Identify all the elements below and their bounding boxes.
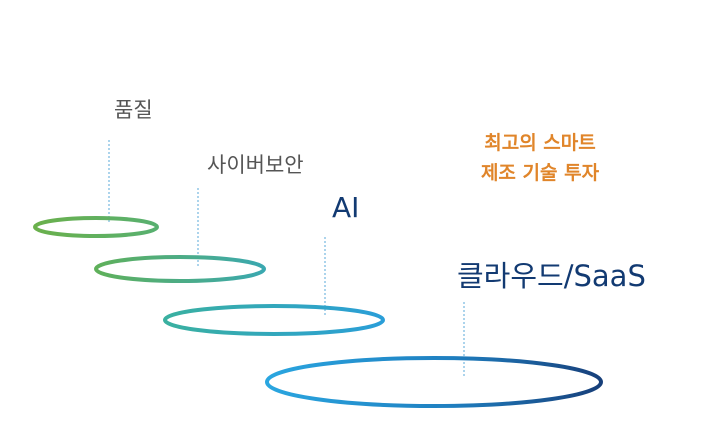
ring-cloud: [265, 356, 603, 408]
title-line-1: 최고의 스마트: [484, 132, 596, 154]
label-cloud-saas: 클라우드/SaaS: [457, 259, 646, 293]
ring-quality: [33, 216, 159, 238]
label-ai: AI: [332, 191, 360, 224]
diagram-title: 최고의 스마트 제조 기술 투자: [456, 128, 624, 188]
label-quality: 품질: [114, 98, 153, 122]
ring-ai: [163, 304, 385, 336]
title-line-2: 제조 기술 투자: [480, 162, 600, 184]
ring-cyber: [94, 255, 266, 283]
label-cybersecurity: 사이버보안: [207, 153, 304, 177]
